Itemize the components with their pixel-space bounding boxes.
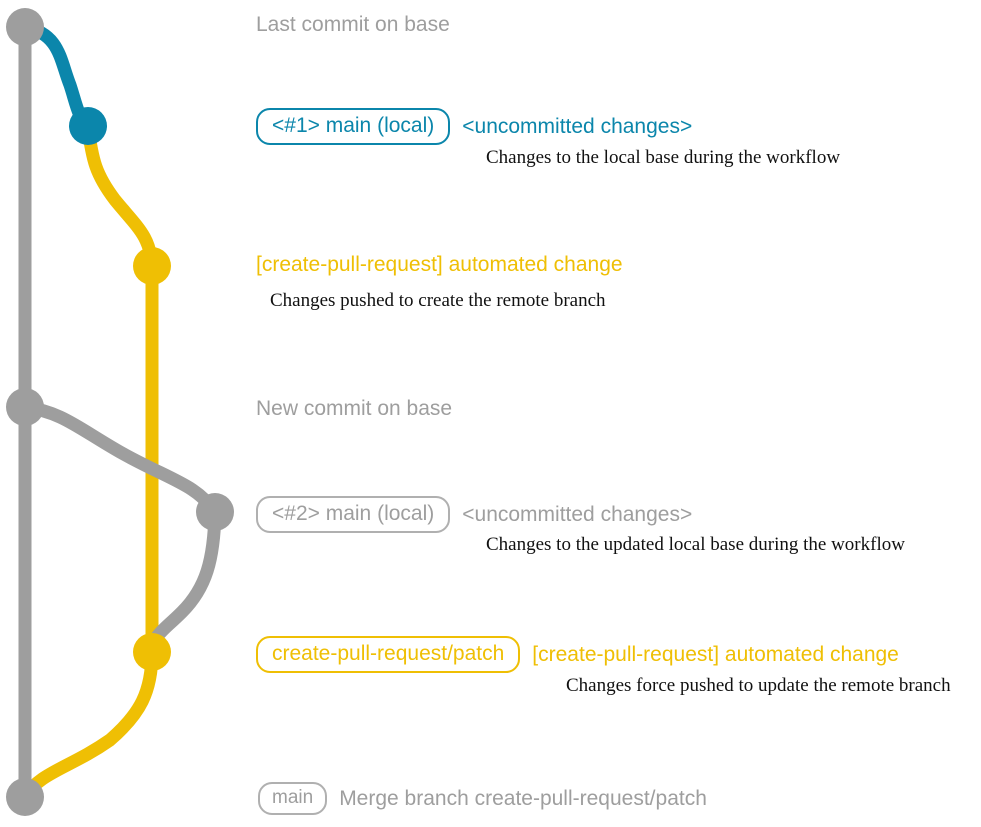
edge-local2-to-patch2 <box>145 505 222 659</box>
commit-message: <uncommitted changes> <box>462 115 693 138</box>
branch-tag-main[interactable]: main <box>258 782 328 815</box>
branch-tag-main-local-1[interactable]: <#1> main (local) <box>256 108 451 145</box>
commit-row-automated-change-1: [create-pull-request] automated change <box>256 254 623 275</box>
commit-message: [create-pull-request] automated change <box>256 253 623 276</box>
commit-row-local-commit-1: <#1> main (local) <uncommitted changes> <box>256 108 692 145</box>
edge-basenew-to-local2 <box>18 400 222 519</box>
commit-node-base-last[interactable] <box>6 8 44 46</box>
branch-tag-create-pull-request-patch[interactable]: create-pull-request/patch <box>256 636 521 673</box>
commit-message: <uncommitted changes> <box>462 503 693 526</box>
commit-row-last-commit-on-base: Last commit on base <box>256 14 450 35</box>
commit-row-local-commit-2: <#2> main (local) <uncommitted changes> <box>256 496 692 533</box>
branch-tag-main-local-2[interactable]: <#2> main (local) <box>256 496 451 533</box>
edge-local1-to-patch1 <box>81 119 159 273</box>
commit-row-merge-commit: main Merge branch create-pull-request/pa… <box>258 782 707 815</box>
commit-row-new-commit-on-base: New commit on base <box>256 398 452 419</box>
commit-node-patch-1[interactable] <box>133 247 171 285</box>
commit-description: Changes force pushed to update the remot… <box>566 675 951 696</box>
commit-node-local-2[interactable] <box>196 493 234 531</box>
commit-message: [create-pull-request] automated change <box>532 643 899 666</box>
commit-node-patch-2[interactable] <box>133 633 171 671</box>
commit-description: Changes pushed to create the remote bran… <box>270 290 606 311</box>
commit-description: Changes to the updated local base during… <box>486 534 905 555</box>
edge-patch2-to-merge <box>18 645 159 804</box>
commit-node-merge[interactable] <box>6 778 44 816</box>
commit-node-base-new[interactable] <box>6 388 44 426</box>
commit-row-automated-change-2: create-pull-request/patch [create-pull-r… <box>256 636 899 673</box>
commit-description: Changes to the local base during the wor… <box>486 147 841 168</box>
commit-message: New commit on base <box>256 397 453 420</box>
commit-node-local-1[interactable] <box>69 107 107 145</box>
commit-message: Last commit on base <box>256 13 450 36</box>
commit-message: Merge branch create-pull-request/patch <box>339 787 707 810</box>
